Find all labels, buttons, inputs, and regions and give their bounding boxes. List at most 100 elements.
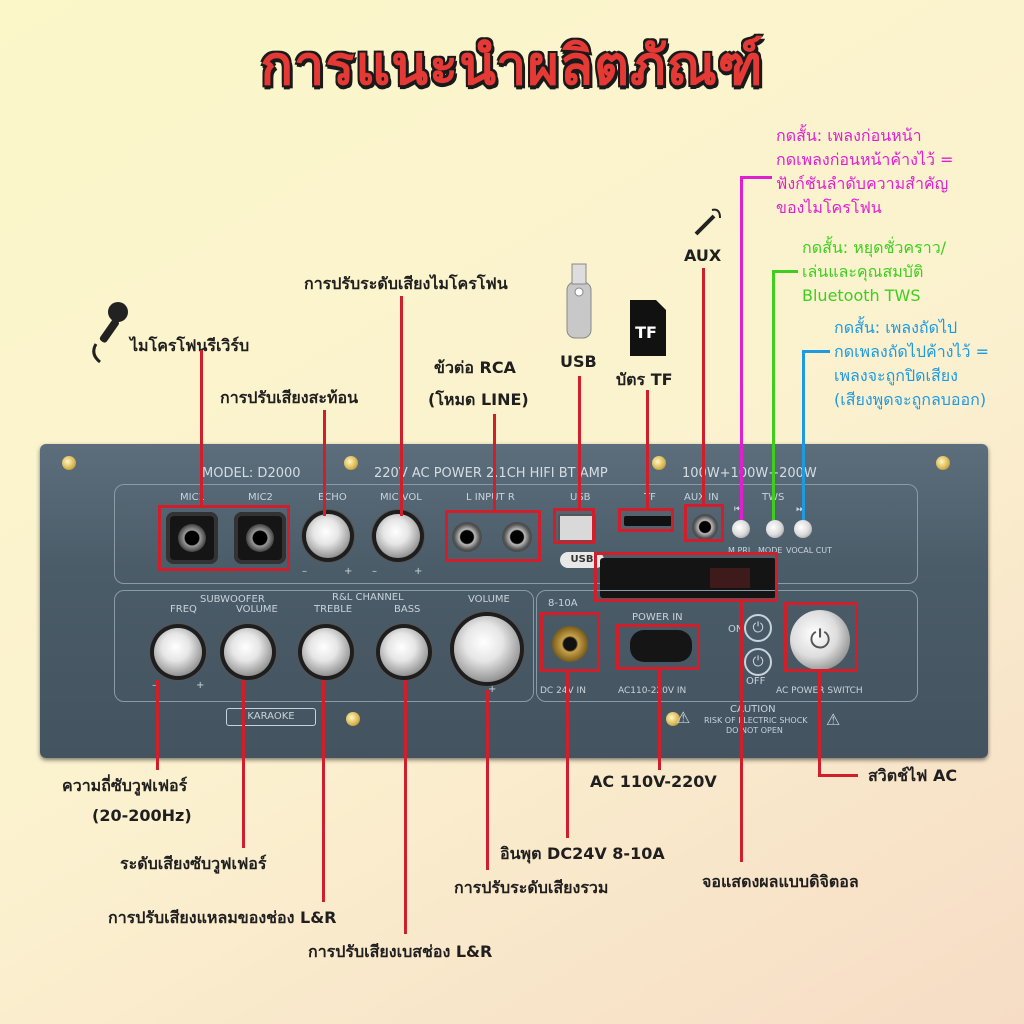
display-leader <box>740 602 743 862</box>
bass-knob[interactable] <box>380 628 428 676</box>
rca-right-jack[interactable] <box>502 522 532 552</box>
rca-highlight <box>445 510 541 562</box>
next-note: กดสั้น: เพลงถัดไป กดเพลงถัดไปค้างไว้ = เ… <box>834 316 989 412</box>
volume-leader <box>486 690 489 870</box>
tf-leader <box>646 390 649 510</box>
display-highlight <box>594 552 778 602</box>
rca-callout-2: (โหมด LINE) <box>428 390 529 409</box>
volume-label: VOLUME <box>468 594 510 605</box>
rca-leader <box>493 414 496 510</box>
karaoke-badge: KARAOKE <box>226 708 316 726</box>
sub-freq-callout-2: (20-200Hz) <box>92 806 192 825</box>
vocal-cut-label: VOCAL CUT <box>786 546 833 555</box>
aux-in-label: AUX IN <box>684 492 719 503</box>
prev-icon: ⏮ <box>734 504 743 515</box>
prev-leader-h <box>740 176 772 179</box>
mode-leader-h <box>772 270 798 273</box>
volume-plus: + <box>488 684 497 695</box>
screw <box>62 456 76 470</box>
mode-note-line: เล่นและคุณสมบัติ <box>802 262 924 281</box>
freq-label: FREQ <box>170 604 197 615</box>
prev-note-line: ฟังก์ชันลำดับความสำคัญ <box>776 174 949 193</box>
mic1-label: MIC1 <box>180 492 205 503</box>
mode-label: MODE <box>758 546 783 555</box>
next-note-line: เพลงจะถูกปิดเสียง <box>834 366 958 385</box>
watt-text: 100W+100W+200W <box>682 466 817 481</box>
volume-callout: การปรับระดับเสียงรวม <box>454 878 609 897</box>
sub-freq-callout-1: ความถี่ซับวูฟเฟอร์ <box>62 776 188 795</box>
ac-socket[interactable] <box>630 630 692 662</box>
bass-label: BASS <box>394 604 421 615</box>
prev-note: กดสั้น: เพลงก่อนหน้า กดเพลงก่อนหน้าค้างไ… <box>776 124 953 220</box>
usb-highlight <box>553 508 595 544</box>
usb-callout: USB <box>560 352 597 371</box>
tf-callout: บัตร TF <box>616 370 673 389</box>
dc-jack[interactable] <box>552 626 588 662</box>
freq-plus: + <box>196 680 205 691</box>
treble-knob[interactable] <box>302 628 350 676</box>
page-title: การแนะนำผลิตภัณฑ์ <box>260 34 764 97</box>
tf-panel-label: TF <box>644 492 656 503</box>
caution-text-3: DO NOT OPEN <box>726 726 783 735</box>
mode-leader-v <box>772 270 775 520</box>
next-note-line: กดเพลงถัดไปค้างไว้ = <box>834 342 990 361</box>
sub-freq-leader <box>156 680 159 770</box>
prev-note-line: กดเพลงก่อนหน้าค้างไว้ = <box>776 150 954 169</box>
caution-text-2: RISK OF ELECTRIC SHOCK <box>704 716 808 725</box>
bass-callout: การปรับเสียงเบสช่อง L&R <box>308 942 493 961</box>
rl-channel-label: R&L CHANNEL <box>332 592 404 603</box>
dc-callout: อินพุต DC24V 8-10A <box>500 844 665 863</box>
display-callout: จอแสดงผลแบบดิจิตอล <box>702 872 859 891</box>
svg-text:TF: TF <box>635 323 657 342</box>
ac-in-leader <box>658 670 661 770</box>
mic1-jack[interactable] <box>166 512 218 564</box>
mode-note: กดสั้น: หยุดชั่วคราว/ เล่นและคุณสมบัติ B… <box>802 236 946 308</box>
digital-display <box>600 558 776 598</box>
prev-leader-v <box>740 176 743 520</box>
treble-leader <box>322 680 325 902</box>
warning-icon-right: ⚠ <box>826 710 841 729</box>
sub-volume-knob[interactable] <box>224 628 272 676</box>
echo-knob[interactable] <box>306 514 350 558</box>
echo-label: ECHO <box>318 492 347 503</box>
mode-note-line: Bluetooth TWS <box>802 286 921 305</box>
treble-callout: การปรับเสียงแหลมของช่อง L&R <box>108 908 337 927</box>
ac-switch-highlight <box>784 602 858 672</box>
mic-vol-leader <box>400 296 403 516</box>
mic2-label: MIC2 <box>248 492 273 503</box>
power-in-label: POWER IN <box>632 612 683 623</box>
ac-power-switch[interactable]: ⏻ <box>790 610 850 670</box>
prev-note-line: ของไมโครโฟน <box>776 198 882 217</box>
prev-note-line: กดสั้น: เพลงก่อนหน้า <box>776 126 922 145</box>
mic-jacks-highlight <box>158 505 290 571</box>
mic2-jack[interactable] <box>234 512 286 564</box>
bass-leader <box>404 680 407 934</box>
vocal-cut-button[interactable] <box>794 520 812 538</box>
input-label: L INPUT R <box>466 492 515 503</box>
tf-slot[interactable] <box>624 516 672 526</box>
on-label: ON <box>728 624 744 635</box>
mode-button[interactable] <box>766 520 784 538</box>
prev-button[interactable] <box>732 520 750 538</box>
next-leader-v <box>802 350 805 520</box>
volume-knob[interactable] <box>454 616 520 682</box>
v810-label: 8-10A <box>548 598 578 609</box>
screw <box>346 712 360 726</box>
model-text: MODEL: D2000 <box>202 466 301 481</box>
power-off-icon: ⏻ <box>744 648 772 676</box>
ac110-label: AC110-220V IN <box>618 686 687 696</box>
screw <box>344 456 358 470</box>
mic-vol-knob[interactable] <box>376 514 420 558</box>
mic-vol-callout: การปรับระดับเสียงไมโครโฟน <box>304 274 508 293</box>
aux-callout: AUX <box>684 246 722 265</box>
rca-left-jack[interactable] <box>452 522 482 552</box>
usb-logo: USB <box>560 552 604 568</box>
ac-in-callout: AC 110V-220V <box>590 772 717 791</box>
aux-jack[interactable] <box>692 514 718 540</box>
caution-text: CAUTION <box>730 704 776 715</box>
sub-volume-label: VOLUME <box>236 604 278 615</box>
usb-leader <box>578 376 581 510</box>
tf-card-icon: TF <box>624 298 668 358</box>
sub-freq-knob[interactable] <box>154 628 202 676</box>
rca-callout-1: ข้วต่อ RCA <box>434 358 516 377</box>
